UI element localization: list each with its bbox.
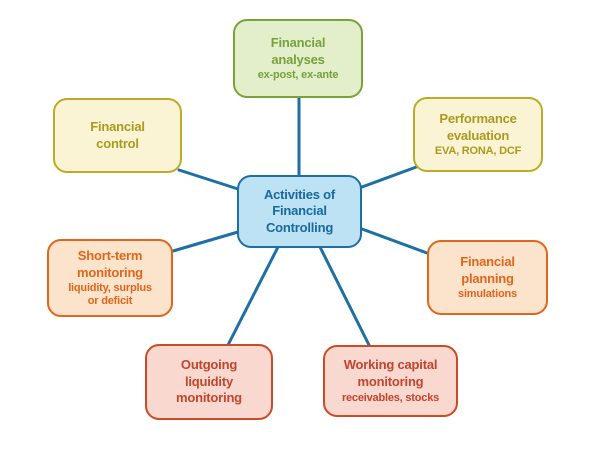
node-center-activities: Activities of Financial Controlling <box>237 175 362 248</box>
node-financial-analyses: Financial analyses ex-post, ex-ante <box>233 19 363 98</box>
node-working-capital: Working capital monitoring receivables, … <box>323 345 458 417</box>
node-title: Performance evaluation <box>439 110 517 143</box>
node-financial-planning: Financial planning simulations <box>427 240 548 315</box>
connector-line-short-term-monitoring <box>171 230 240 253</box>
connector-line-performance-evaluation <box>360 164 421 189</box>
node-subtitle: simulations <box>458 288 517 301</box>
center-title: Activities of Financial Controlling <box>263 186 336 235</box>
node-title: Financial analyses <box>270 34 326 67</box>
node-financial-control: Financial control <box>53 98 182 173</box>
node-title: Financial control <box>90 118 145 151</box>
node-subtitle: ex-post, ex-ante <box>257 69 339 82</box>
connector-line-financial-planning <box>360 227 429 255</box>
node-title: Working capital monitoring <box>343 357 438 390</box>
connector-line-outgoing-liquidity <box>226 245 280 347</box>
node-title: Financial planning <box>460 253 515 286</box>
node-performance-evaluation: Performance evaluation EVA, RONA, DCF <box>413 97 543 172</box>
node-subtitle: receivables, stocks <box>341 391 440 404</box>
node-subtitle: EVA, RONA, DCF <box>434 145 522 158</box>
node-outgoing-liquidity: Outgoing liquidity monitoring <box>145 344 273 420</box>
node-title: Outgoing liquidity monitoring <box>176 357 242 406</box>
node-subtitle: liquidity, surplus or deficit <box>68 282 152 308</box>
connector-line-financial-control <box>177 168 240 191</box>
connector-line-working-capital <box>318 245 371 347</box>
node-title: Short-term monitoring <box>77 247 143 280</box>
node-short-term-monitoring: Short-term monitoring liquidity, surplus… <box>47 239 173 317</box>
